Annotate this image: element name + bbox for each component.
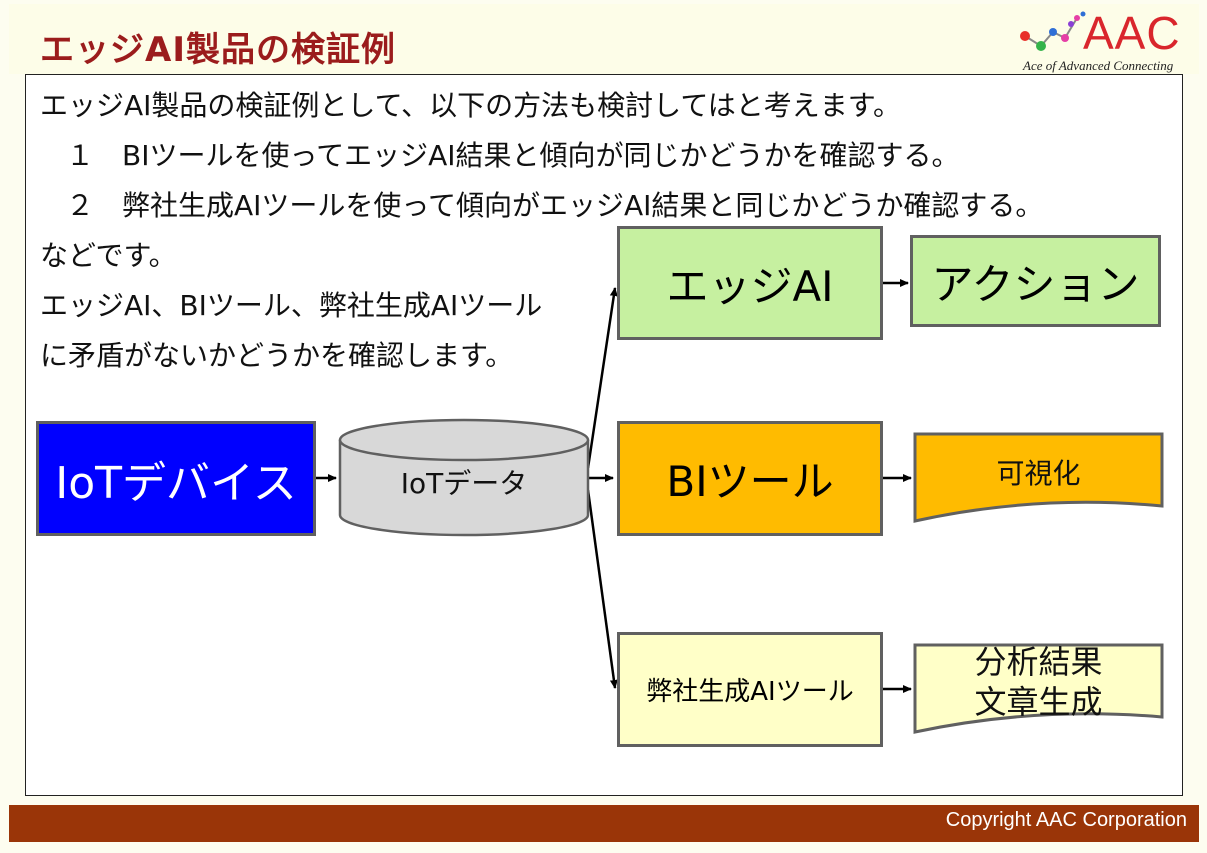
network-icon [1020, 11, 1086, 51]
edge-ai-box: エッジAI [617, 226, 883, 340]
analysis-label-line-2: 文章生成 [974, 683, 1103, 721]
bi-tool-label: BIツール [666, 457, 834, 506]
slide-title: エッジAI製品の検証例 [40, 30, 396, 70]
logo-tagline: Ace of Advanced Connecting [1023, 58, 1174, 73]
body-line-4: などです。 [40, 239, 177, 272]
genai-tool-label: 弊社生成AIツール [646, 677, 854, 707]
iot-device-label: IoTデバイス [55, 457, 297, 509]
bi-tool-box: BIツール [617, 421, 883, 536]
body-line-6: に矛盾がないかどうかを確認します。 [40, 339, 514, 372]
action-label: アクション [931, 259, 1140, 309]
analysis-label-line-1: 分析結果 [974, 643, 1103, 681]
copyright-text: Copyright AAC Corporation [945, 809, 1187, 831]
body-line-3: ２ 弊社生成AIツールを使って傾向がエッジAI結果と同じかどうか確認する。 [66, 189, 1044, 222]
analysis-label: 分析結果 文章生成 [915, 642, 1162, 722]
body-line-5: エッジAI、BIツール、弊社生成AIツール [40, 289, 543, 322]
body-line-2: １ BIツールを使ってエッジAI結果と傾向が同じかどうかを確認する。 [66, 139, 960, 172]
visualization-label: 可視化 [996, 457, 1081, 490]
aac-logo: AAC Ace of Advanced Connecting [1019, 6, 1197, 74]
footer-bar: Copyright AAC Corporation [9, 805, 1199, 842]
edge-ai-label: エッジAI [666, 261, 834, 311]
action-box: アクション [910, 235, 1161, 327]
body-line-1: エッジAI製品の検証例として、以下の方法も検討してはと考えます。 [40, 89, 901, 122]
iot-data-label: IoTデータ [400, 467, 528, 500]
title-bar [9, 4, 1199, 74]
logo-wordmark: AAC [1083, 7, 1181, 59]
iot-device-box: IoTデバイス [36, 421, 316, 536]
genai-tool-box: 弊社生成AIツール [617, 632, 883, 747]
